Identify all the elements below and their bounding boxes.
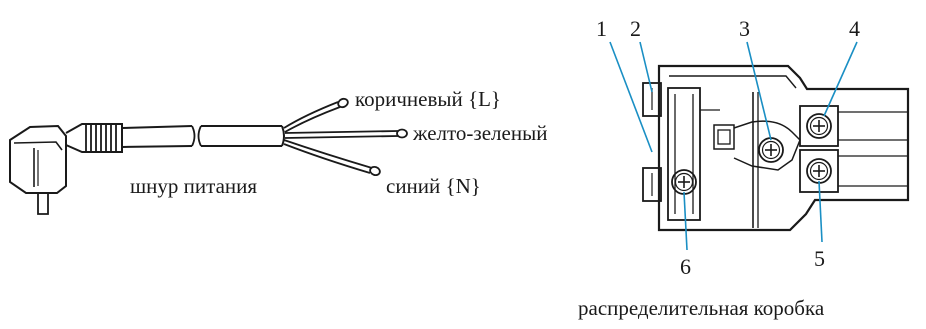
callout-3: 3 (739, 16, 750, 41)
cord-label: шнур питания (130, 174, 257, 198)
junction-box-label: распределительная коробка (578, 296, 825, 320)
callout-1: 1 (596, 16, 607, 41)
screw-terminal-icon (806, 158, 832, 184)
callout-4: 4 (849, 16, 860, 41)
wire-blue (283, 139, 381, 177)
screw-terminal-icon (806, 113, 832, 139)
wire-brown (283, 97, 349, 133)
callout-5: 5 (814, 246, 825, 271)
power-plug-icon (9, 123, 123, 215)
junction-box (642, 64, 910, 232)
wire-yellow-green-label: желто-зеленый (412, 121, 547, 145)
callout-6: 6 (680, 254, 691, 279)
wire-brown-label: коричневый {L} (355, 87, 501, 111)
wire-yellow-green (284, 128, 408, 139)
wire-blue-label: синий {N} (386, 174, 481, 198)
power-cord (121, 125, 285, 148)
callout-2: 2 (630, 16, 641, 41)
screw-terminal-icon (758, 137, 784, 163)
screw-terminal-icon (671, 169, 697, 195)
callout-leaders (609, 41, 858, 251)
